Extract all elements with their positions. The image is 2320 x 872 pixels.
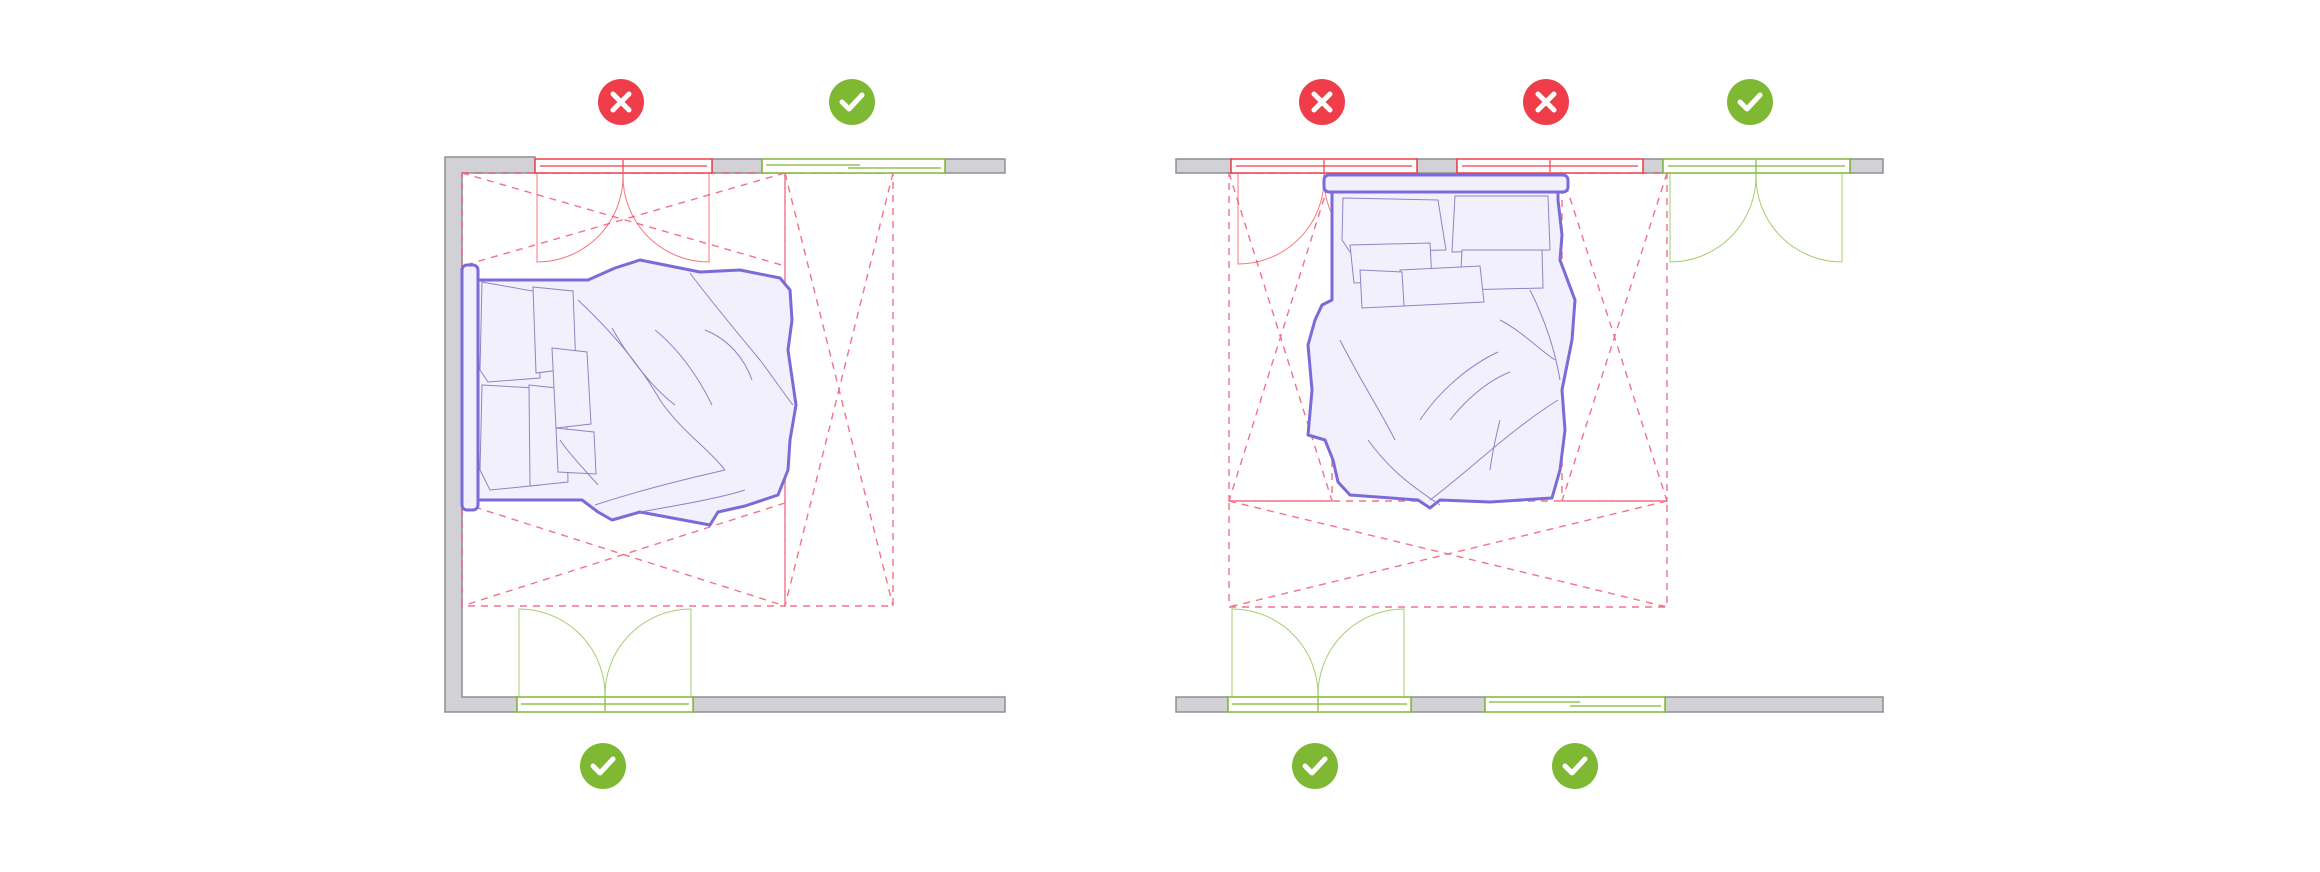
duvet-fold [1419,351,1499,421]
duvet-fold [1529,289,1561,381]
pillow [1359,269,1405,309]
pillow [1451,195,1551,253]
duvet-fold [689,272,794,406]
right-wall-top-pier [1642,158,1664,174]
check-icon [829,79,875,125]
cross-mark [1535,91,1557,113]
casement-swing-right [1317,608,1405,698]
check-mark [1302,756,1328,776]
right-plan-top-window-1-bad [1230,158,1418,265]
pillow [479,281,541,383]
duvet-folds [559,272,794,513]
pillow [551,347,592,429]
check-icon [1727,79,1773,125]
headboard [1322,173,1570,194]
check-mark [1737,92,1763,112]
duvet-fold [639,489,746,513]
right-wall-top-right [1849,158,1884,174]
duvet-fold [577,299,726,471]
cross-icon [598,79,644,125]
right-wall-bottom-right [1664,696,1884,713]
pillow [479,384,541,491]
pillows [1341,195,1551,309]
casement-swing-left [1669,172,1757,263]
left-plan-top-window-bad [534,158,713,263]
duvet-fold [1499,319,1556,361]
pillow [1399,265,1485,307]
check-icon [1552,743,1598,789]
duvet-fold [704,329,753,381]
right-plan-bottom-window-2-good [1484,696,1666,713]
check-icon-circle [580,743,626,789]
pillows [479,281,597,491]
right-wall-top-left [1175,158,1232,174]
duvet-folds [1339,289,1561,506]
casement-swing-right [1755,172,1843,263]
right-wall-top-middle [1416,158,1458,174]
check-mark [590,756,616,776]
cross-mark [610,91,632,113]
cross-icon [1523,79,1569,125]
right-bed [1306,173,1577,510]
check-icon-circle [829,79,875,125]
right-wall-bottom-middle [1410,696,1486,713]
window-frame [1484,696,1666,713]
left-clearance-diagonal [784,172,894,607]
pillow [555,427,597,475]
window-frame [761,158,946,174]
left-bed [460,258,798,527]
casement-swing-left [518,608,606,698]
right-plan-bottom-window-1-good [1227,608,1412,713]
duvet-fold [559,439,599,486]
right-clearance-diagonal [1561,172,1668,502]
right-floor-plan [1175,158,1884,713]
left-wall-top-right [944,158,1006,174]
left-floor-plan [444,156,1006,713]
left-wall-top-middle [711,158,763,174]
duvet-fold [611,327,676,406]
right-clearance-diagonal [1228,500,1668,608]
check-icon-circle [1727,79,1773,125]
duvet-fold [1339,339,1396,441]
left-plan-bottom-window-good [516,608,694,713]
headboard [460,263,480,512]
check-icon-circle [1292,743,1338,789]
cross-icon [1299,79,1345,125]
left-clearance-diagonal [461,502,786,607]
right-clearance-diagonal [1228,172,1333,502]
left-wall-bottom-right [692,696,1006,713]
check-icon [580,743,626,789]
status-icons [580,79,1773,789]
left-plan-top-window-good [761,158,946,174]
casement-swing-right [604,608,692,698]
duvet-fold [594,469,726,506]
right-wall-bottom-left [1175,696,1229,713]
right-plan-top-window-3-good [1662,158,1851,263]
duvet-fold [1449,371,1511,421]
right-plan-top-window-2-bad [1456,158,1644,174]
left-clearance-diagonal [461,172,786,267]
check-icon [1292,743,1338,789]
check-mark [1562,756,1588,776]
casement-swing-left [1237,172,1325,265]
cross-mark [1311,91,1333,113]
check-mark [839,92,865,112]
casement-swing-left [1231,608,1319,698]
duvet-fold [1429,399,1559,501]
duvet-fold [654,329,713,406]
check-icon-circle [1552,743,1598,789]
casement-swing-left [536,172,624,263]
left-clearance-diagonal [461,172,786,267]
casement-swing-right [622,172,710,263]
duvet-fold [1489,419,1501,471]
left-walls [444,156,1006,713]
